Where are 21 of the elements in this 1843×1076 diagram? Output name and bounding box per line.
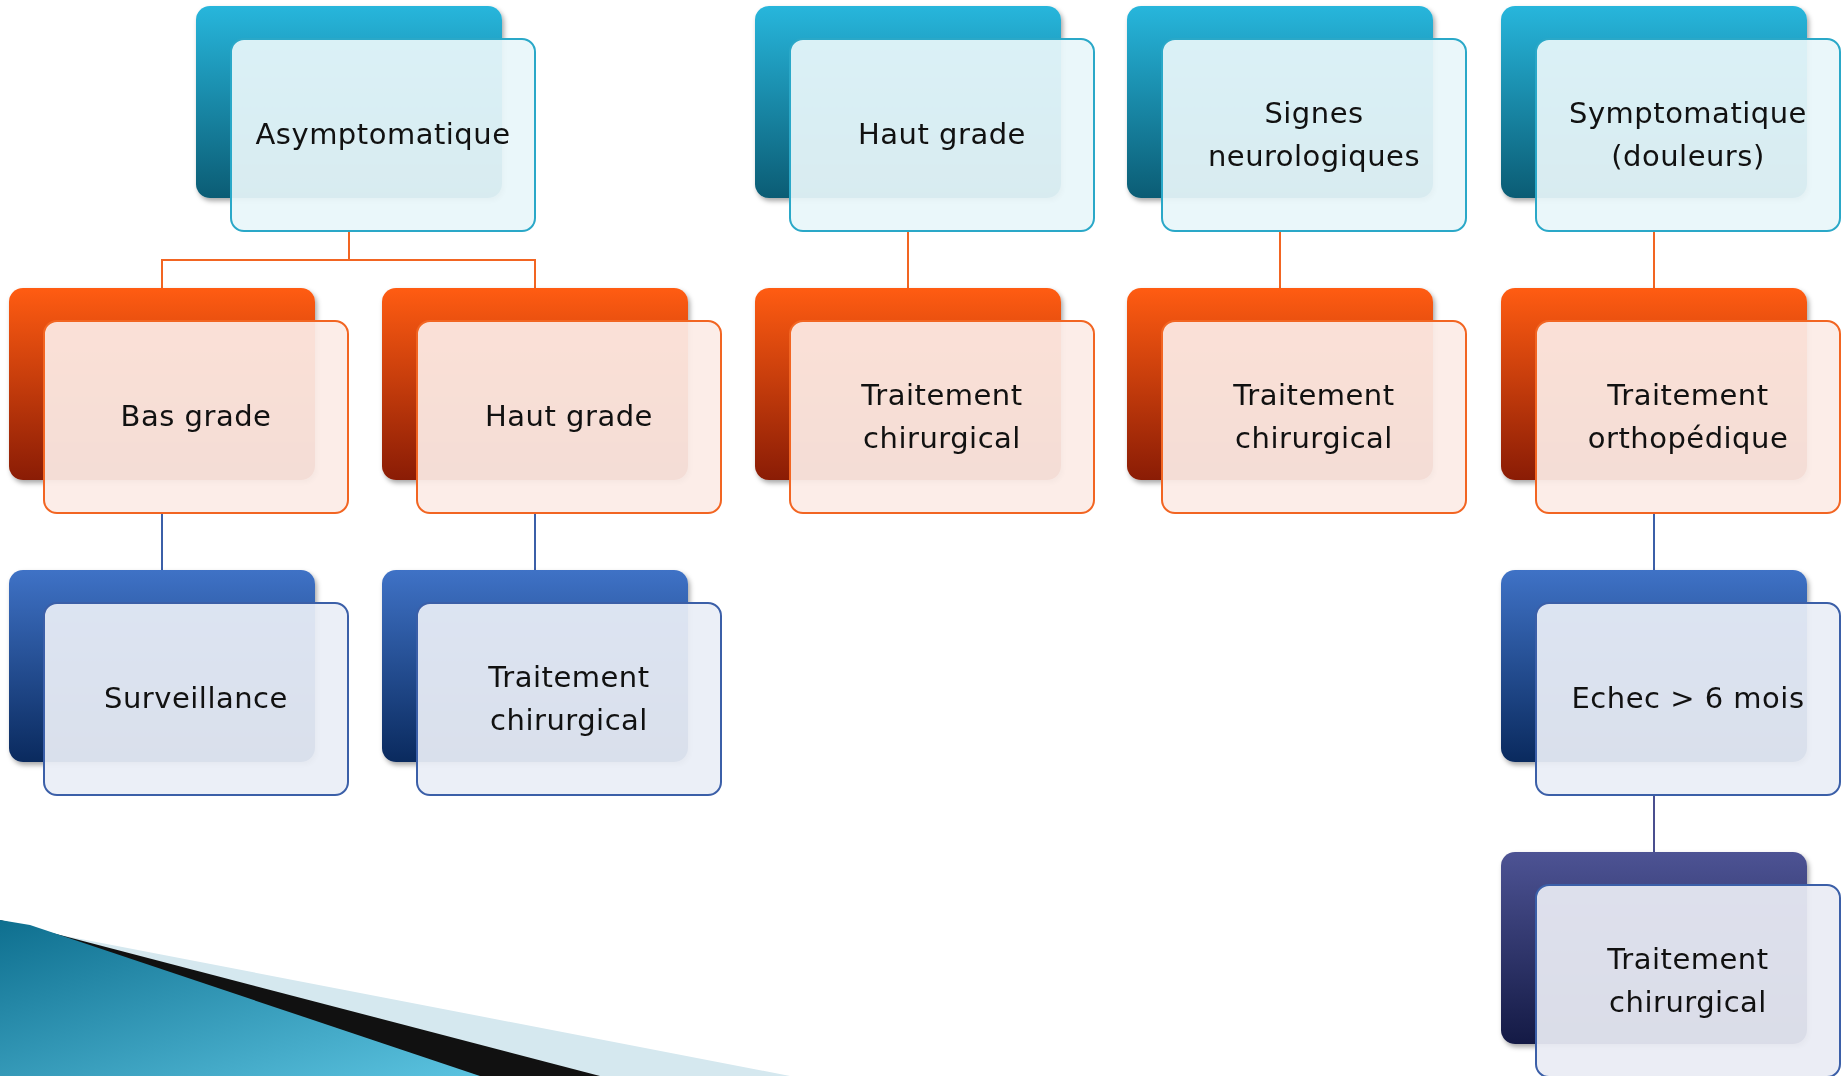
node-label: Haut grade <box>857 116 1027 154</box>
node-label: Traitement chirurgical <box>1606 940 1770 1021</box>
node-label: Traitement chirurgical <box>487 658 651 739</box>
connector-line <box>907 231 909 289</box>
node-label: Asymptomatique <box>254 116 512 154</box>
connector-line <box>348 231 536 289</box>
node-label: Traitement chirurgical <box>1232 376 1396 457</box>
node-label: Traitement orthopédique <box>1586 376 1790 457</box>
node-label: Symptomatique (douleurs) <box>1568 94 1808 175</box>
node-label: Signes neurologiques <box>1206 94 1422 175</box>
node-label: Bas grade <box>119 398 273 436</box>
node-label: Traitement chirurgical <box>860 376 1024 457</box>
connector-line <box>1653 231 1655 289</box>
connector-line <box>161 513 163 571</box>
node-label: Echec > 6 mois <box>1570 680 1806 718</box>
connector-line <box>534 513 536 571</box>
node-label: Haut grade <box>484 398 654 436</box>
connector-line <box>1279 231 1281 289</box>
node-label: Surveillance <box>103 680 289 718</box>
connector-line <box>1653 513 1655 571</box>
connector-line <box>1653 795 1655 853</box>
